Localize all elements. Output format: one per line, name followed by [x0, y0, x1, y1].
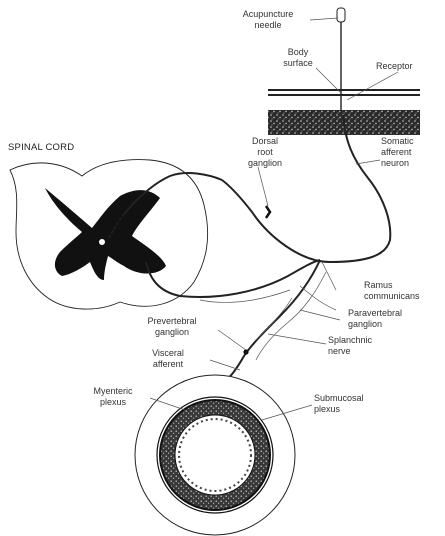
splanchnic-outline: [256, 298, 292, 340]
label-submucosal-1: Submucosal: [314, 393, 364, 403]
label-submucosal-2: plexus: [314, 404, 341, 414]
label-somatic-3: neuron: [381, 158, 409, 168]
label-myenteric-2: plexus: [100, 397, 127, 407]
label-ramus-2: communicans: [364, 291, 420, 301]
label-prevertebral-1: Prevertebral: [147, 316, 196, 326]
label-splanchnic-1: Splanchnic: [328, 335, 373, 345]
label-drg-1: Dorsal: [252, 136, 278, 146]
label-prevertebral-2: ganglion: [155, 327, 189, 337]
gut-cross-section: [135, 375, 295, 535]
label-ramus-1: Ramus: [364, 280, 393, 290]
prevertebral-ganglion-marker: [243, 349, 248, 354]
label-body-surface-2: surface: [283, 58, 313, 68]
leader-lines: [150, 18, 398, 420]
acupuncture-needle: [337, 8, 345, 112]
label-body-surface-1: Body: [288, 47, 309, 57]
label-somatic-2: afferent: [381, 147, 412, 157]
label-needle-2: needle: [254, 20, 281, 30]
label-drg-2: root: [257, 147, 273, 157]
label-spinal-cord: SPINAL CORD: [8, 142, 74, 153]
label-splanchnic-2: nerve: [328, 346, 351, 356]
label-myenteric-1: Myenteric: [93, 386, 133, 396]
somatic-afferent-path: [222, 115, 390, 262]
label-receptor: Receptor: [376, 61, 413, 71]
label-somatic-1: Somatic: [381, 136, 414, 146]
label-needle-1: Acupuncture: [243, 9, 294, 19]
central-canal: [99, 239, 105, 245]
label-paravertebral-2: ganglion: [348, 319, 382, 329]
label-paravertebral-1: Paravertebral: [348, 308, 402, 318]
label-visceral-2: afferent: [153, 359, 184, 369]
label-visceral-1: Visceral: [152, 348, 184, 358]
label-drg-3: ganglion: [248, 158, 282, 168]
ramus-nerve: [300, 286, 336, 310]
drg-marker: [266, 206, 270, 218]
ventral-root-path: [146, 260, 320, 297]
